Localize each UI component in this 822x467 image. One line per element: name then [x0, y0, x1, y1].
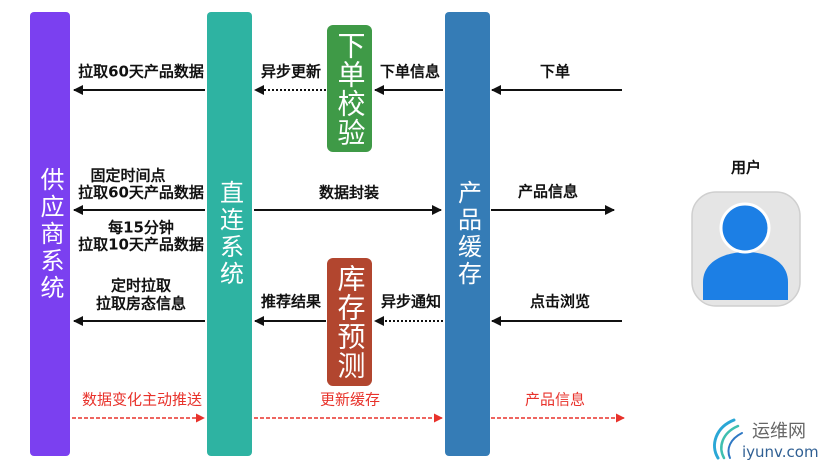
product-cache-label: 产品缓存 [453, 180, 482, 288]
order-check-label: 下单校验 [333, 30, 367, 147]
label-pull-room-status: 拉取房态信息 [95, 294, 187, 313]
label-product-info-push: 产品信息 [524, 390, 586, 409]
logo-name: 运维网 [752, 421, 806, 442]
label-pull-10-days: 拉取10天产品数据 [78, 235, 204, 254]
label-recommend-result: 推荐结果 [260, 292, 322, 311]
stock-forecast-box: 库存预测 [327, 258, 372, 386]
label-order: 下单 [539, 62, 571, 81]
user-icon [691, 191, 801, 307]
label-async-update: 异步更新 [260, 62, 322, 81]
direct-system-label: 直连系统 [215, 180, 244, 288]
order-check-box: 下单校验 [327, 25, 372, 152]
supplier-system-bar: 供应商系统 [30, 12, 70, 456]
logo-domain: iyunv.com [742, 443, 819, 461]
logo-swirl-inner [727, 432, 743, 459]
label-scheduled-pull-60: 拉取60天产品数据 [78, 183, 204, 202]
label-data-push: 数据变化主动推送 [81, 390, 203, 409]
user-label: 用户 [730, 158, 762, 177]
label-every-15-min: 每15分钟 [108, 218, 174, 237]
logo-swirl-middle [720, 424, 740, 460]
supplier-system-label: 供应商系统 [36, 166, 64, 302]
label-data-package: 数据封装 [318, 183, 380, 202]
swirl-logo-icon [713, 418, 743, 460]
label-fixed-time: 固定时间点 [90, 166, 166, 185]
label-timed-pull: 定时拉取 [110, 276, 172, 295]
user-icon-body [703, 252, 788, 300]
label-product-info: 产品信息 [517, 182, 579, 201]
user-icon-head [719, 202, 771, 254]
direct-system-bar: 直连系统 [207, 12, 252, 456]
label-async-notify: 异步通知 [380, 292, 442, 311]
label-pull-60-days: 拉取60天产品数据 [78, 62, 204, 81]
label-update-cache: 更新缓存 [319, 390, 381, 409]
stock-forecast-label: 库存预测 [333, 264, 367, 380]
product-cache-bar: 产品缓存 [445, 12, 490, 456]
label-user-browse: 点击浏览 [529, 292, 591, 311]
label-order-info: 下单信息 [379, 62, 441, 81]
logo-swirl-outer [713, 418, 736, 460]
